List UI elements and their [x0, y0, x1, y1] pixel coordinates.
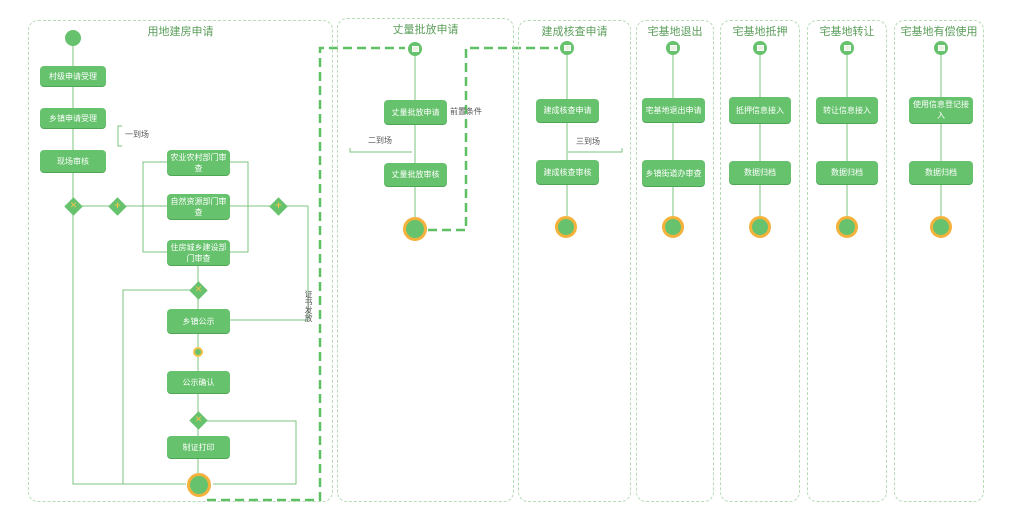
- node-measure-review[interactable]: 丈量批放审核: [384, 163, 447, 186]
- document-icon[interactable]: [934, 41, 948, 55]
- lane-homestead-paid-use: 宅基地有偿使用: [894, 20, 984, 502]
- node-use-info[interactable]: 使用信息登记接入: [909, 97, 973, 123]
- lane-title: 宅基地抵押: [732, 25, 788, 38]
- node-transfer-archive[interactable]: 数据归档: [816, 161, 878, 184]
- lane-title: 宅基地有偿使用: [900, 25, 978, 38]
- lane-homestead-exit: 宅基地退出: [636, 20, 714, 502]
- label-second-visit: 二到场: [368, 136, 392, 145]
- document-icon[interactable]: [560, 41, 574, 55]
- lane-homestead-mortgage: 宅基地抵押: [720, 20, 800, 502]
- gateway-plus-icon: +: [113, 201, 122, 211]
- node-village-accept[interactable]: 村级申请受理: [40, 66, 106, 86]
- lane-title: 宅基地退出: [647, 25, 703, 38]
- gateway-plus-icon: +: [274, 201, 283, 211]
- node-exit-apply[interactable]: 宅基地退出申请: [642, 98, 705, 122]
- node-town-accept[interactable]: 乡镇申请受理: [40, 108, 106, 128]
- start-event[interactable]: [65, 30, 81, 46]
- end-event[interactable]: [662, 216, 684, 238]
- document-icon[interactable]: [666, 41, 680, 55]
- node-build-review[interactable]: 建成核查审核: [536, 160, 599, 184]
- end-event[interactable]: [555, 216, 577, 238]
- lane-title: 建成核查申请: [541, 25, 608, 38]
- lane-title: 宅基地转让: [819, 25, 875, 38]
- node-mortgage-info[interactable]: 抵押信息接入: [729, 97, 791, 123]
- node-measure-apply[interactable]: 丈量批放申请: [384, 100, 447, 124]
- node-site-review[interactable]: 现场审核: [40, 150, 106, 172]
- node-housing-dept[interactable]: 住房城乡建设部门审查: [167, 240, 230, 265]
- document-icon[interactable]: [753, 41, 767, 55]
- label-third-visit: 三到场: [576, 137, 600, 146]
- end-event[interactable]: [749, 216, 771, 238]
- intermediate-event[interactable]: [193, 347, 203, 357]
- lane-title: 用地建房申请: [147, 25, 214, 38]
- node-mortgage-archive[interactable]: 数据归档: [729, 161, 791, 184]
- lane-measure-apply: 丈量批放申请: [337, 18, 514, 502]
- node-transfer-info[interactable]: 转让信息接入: [816, 97, 878, 123]
- node-agri-dept[interactable]: 农业农村部门审查: [167, 150, 230, 175]
- node-exit-review[interactable]: 乡镇街道办审查: [642, 160, 705, 186]
- label-certificate-issue: 证书发放: [304, 290, 313, 322]
- end-event[interactable]: [930, 216, 952, 238]
- gateway-x-icon: ✕: [194, 415, 203, 425]
- end-event[interactable]: [403, 217, 427, 241]
- document-icon[interactable]: [408, 42, 422, 56]
- node-publicity-confirm[interactable]: 公示确认: [167, 371, 230, 393]
- gateway-x-icon: ✕: [69, 201, 78, 211]
- node-nature-dept[interactable]: 自然资源部门审查: [167, 194, 230, 219]
- node-town-publicity[interactable]: 乡镇公示: [167, 309, 230, 333]
- document-icon[interactable]: [840, 41, 854, 55]
- lane-title: 丈量批放申请: [392, 23, 459, 36]
- lane-build-check: 建成核查申请: [518, 20, 631, 502]
- end-event[interactable]: [187, 473, 211, 497]
- lane-land-build-apply: 用地建房申请: [28, 20, 333, 502]
- end-event[interactable]: [836, 216, 858, 238]
- label-precondition: 前置条件: [450, 107, 482, 116]
- node-make-print[interactable]: 制证打印: [167, 436, 230, 458]
- lane-homestead-transfer: 宅基地转让: [807, 20, 887, 502]
- gateway-x-icon: ✕: [194, 285, 203, 295]
- node-use-archive[interactable]: 数据归档: [909, 161, 973, 184]
- label-first-visit: 一到场: [125, 130, 149, 139]
- node-build-apply[interactable]: 建成核查申请: [536, 99, 599, 122]
